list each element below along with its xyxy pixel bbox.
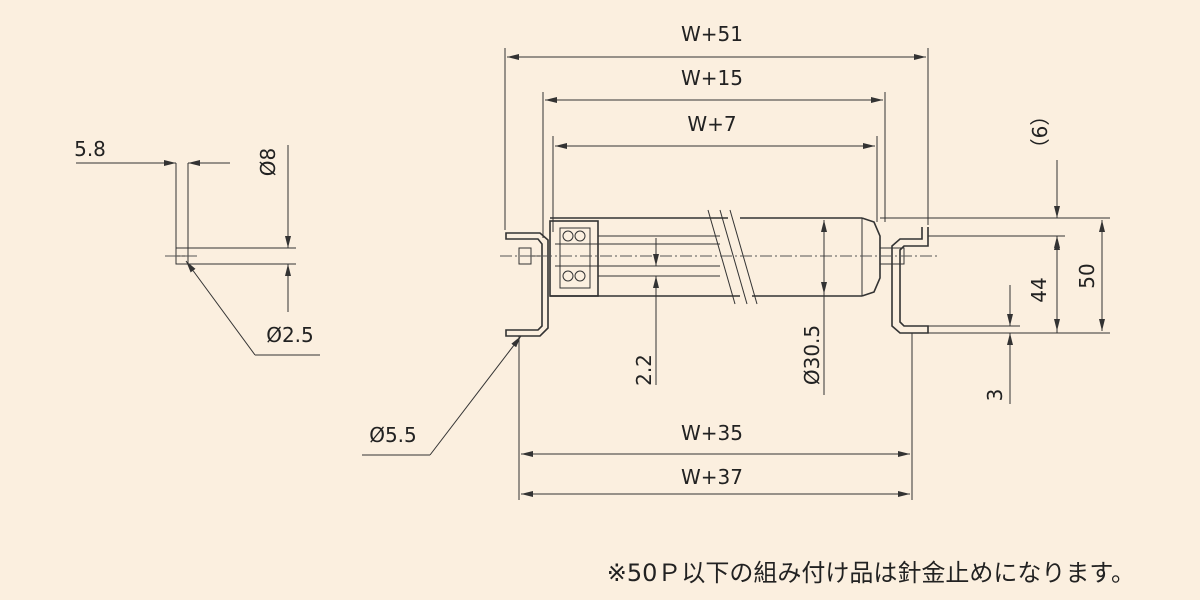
inner-dimension-lines: [653, 220, 827, 395]
top-dimension-lines: [504, 48, 929, 238]
dim-5-8: 5.8: [74, 137, 106, 161]
dim-w51: W+51: [681, 22, 743, 46]
dim-w37: W+37: [681, 465, 743, 489]
dim-2-2: 2.2: [632, 354, 656, 386]
dim-phi8: Ø8: [256, 148, 280, 176]
bottom-dimension-lines: [362, 333, 913, 500]
dim-phi5-5: Ø5.5: [369, 423, 417, 447]
right-dimension-lines: [880, 160, 1110, 404]
shaft-end-detail: [76, 145, 320, 356]
assembly-note: ※50Ｐ以下の組み付け品は針金止めになります。: [607, 559, 1135, 587]
dim-44: 44: [1027, 277, 1051, 302]
dim-w35: W+35: [681, 421, 743, 445]
dim-w15: W+15: [681, 66, 743, 90]
dim-w7: W+7: [687, 112, 736, 136]
dim-6: （6）: [1028, 106, 1052, 159]
roller-assembly: [500, 209, 940, 337]
dim-phi30-5: Ø30.5: [800, 325, 824, 385]
dim-phi2-5: Ø2.5: [266, 323, 314, 347]
dim-50: 50: [1075, 263, 1099, 288]
dim-3: 3: [983, 389, 1007, 402]
